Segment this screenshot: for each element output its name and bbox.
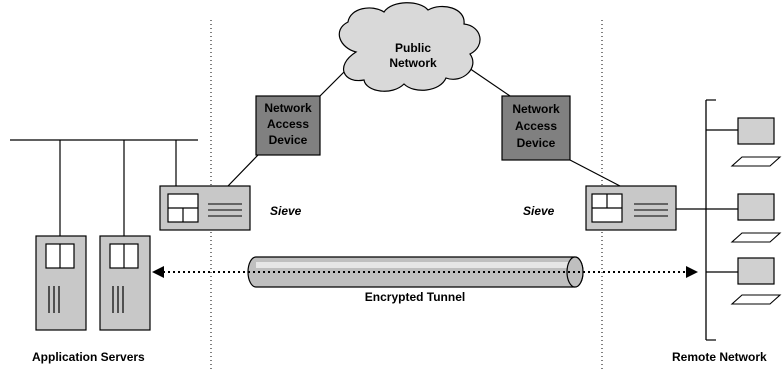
cloud-label-line-2: Network	[389, 56, 437, 70]
network-access-device-left	[255, 95, 321, 156]
application-server-2	[99, 235, 151, 331]
remote-terminal-2	[706, 193, 782, 243]
link-sieve-left-nad	[227, 154, 259, 187]
sieve-device-right	[585, 185, 677, 231]
link-nad-right-sieve	[569, 159, 621, 187]
caption-application-servers: Application Servers	[32, 350, 145, 364]
link-cloud-nad-right	[465, 65, 511, 97]
public-network-cloud	[338, 2, 481, 92]
sieve-right-label: Sieve	[523, 204, 555, 218]
nad-right-label-line-1: Network	[512, 102, 560, 116]
nad-left-label-line-1: Network	[264, 101, 312, 115]
sieve-left-label: Sieve	[270, 204, 302, 218]
nad-left-label-line-2: Access	[267, 117, 309, 131]
remote-terminal-1	[706, 117, 782, 167]
sieve-device-left	[159, 185, 251, 231]
tunnel-arrowhead-right	[686, 266, 698, 278]
tunnel-label: Encrypted Tunnel	[365, 290, 465, 304]
tunnel-arrowhead-left	[152, 266, 164, 278]
nad-right-label-line-2: Access	[515, 119, 557, 133]
application-server-1	[35, 235, 87, 331]
caption-remote-network: Remote Network	[672, 350, 767, 364]
nad-right-label-line-3: Device	[517, 136, 556, 150]
network-access-device-right	[501, 95, 571, 161]
remote-terminal-3	[706, 257, 782, 305]
nad-left-label-line-3: Device	[269, 133, 308, 147]
cloud-label-line-1: Public	[395, 41, 431, 55]
